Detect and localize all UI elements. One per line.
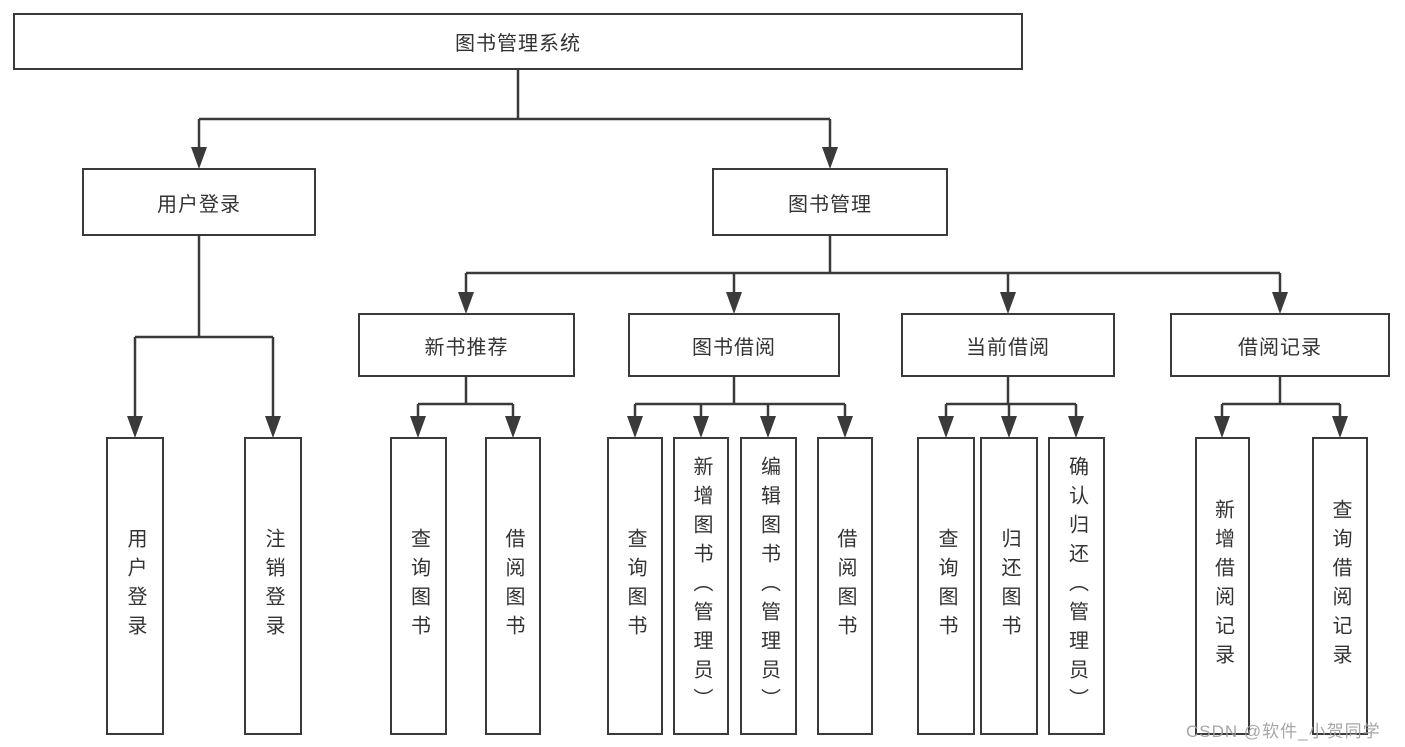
leaf-borrow-books-borrowing: 借阅图书 [817,437,873,735]
leaf-query-books-recommend-label: 查询图书 [407,528,430,644]
connector-current-borrowing-to-leaves [944,377,1078,417]
node-new-book-recommend: 新书推荐 [358,313,575,377]
leaf-query-borrow-record-label: 查询借阅记录 [1329,499,1351,673]
arrowheads-new-book-recommend-leaves [410,416,521,438]
connector-book-borrowing-to-leaves [633,377,847,417]
leaf-borrow-books-borrowing-label: 借阅图书 [834,528,856,644]
connector-book-management-to-level3 [464,236,1282,293]
leaf-borrow-books-recommend: 借阅图书 [485,437,541,735]
leaf-query-books-borrowing-label: 查询图书 [624,528,646,644]
leaf-user-login: 用户登录 [106,437,164,735]
connector-user-login-to-leaves [133,236,275,417]
leaf-logout-label: 注销登录 [262,528,284,644]
leaf-edit-books-admin-label: 编辑图书（管理员） [757,455,780,717]
leaf-user-login-label: 用户登录 [124,528,146,644]
csdn-watermark: CSDN @软件_小贺同学 [1186,722,1381,741]
leaf-query-books-current-label: 查询图书 [935,528,957,644]
leaf-edit-books-admin: 编辑图书（管理员） [740,437,797,735]
node-borrowing-records: 借阅记录 [1170,313,1390,377]
leaf-add-borrow-record-label: 新增借阅记录 [1211,499,1234,673]
arrowheads-level3 [458,292,1288,314]
leaf-add-books-admin: 新增图书（管理员） [673,437,729,735]
node-current-borrowing: 当前借阅 [901,313,1115,377]
leaf-logout: 注销登录 [244,437,302,735]
arrowheads-level2 [191,147,838,169]
node-book-borrowing: 图书借阅 [628,313,840,377]
leaf-add-borrow-record: 新增借阅记录 [1195,437,1250,735]
leaf-add-books-admin-label: 新增图书（管理员） [690,455,712,717]
arrowheads-user-login-leaves [127,416,281,438]
connector-root-to-level2 [197,70,832,148]
leaf-confirm-return-admin-label: 确认归还（管理员） [1065,455,1088,717]
connector-new-book-recommend-to-leaves [416,377,515,417]
leaf-borrow-books-recommend-label: 借阅图书 [502,528,524,644]
leaf-return-books: 归还图书 [980,437,1038,735]
arrowheads-book-borrowing-leaves [627,416,853,438]
node-book-management-system: 图书管理系统 [13,13,1023,70]
arrowheads-borrowing-records-leaves [1214,416,1348,438]
leaf-query-borrow-record: 查询借阅记录 [1312,437,1368,735]
leaf-return-books-label: 归还图书 [998,528,1020,644]
leaf-query-books-borrowing: 查询图书 [607,437,663,735]
connector-borrowing-records-to-leaves [1220,377,1342,417]
node-book-management-branch: 图书管理 [712,168,948,236]
arrowheads-current-borrowing-leaves [938,416,1084,438]
node-user-login-branch: 用户登录 [82,168,316,236]
leaf-query-books-current: 查询图书 [917,437,975,735]
leaf-confirm-return-admin: 确认归还（管理员） [1048,437,1105,735]
leaf-query-books-recommend: 查询图书 [390,437,447,735]
